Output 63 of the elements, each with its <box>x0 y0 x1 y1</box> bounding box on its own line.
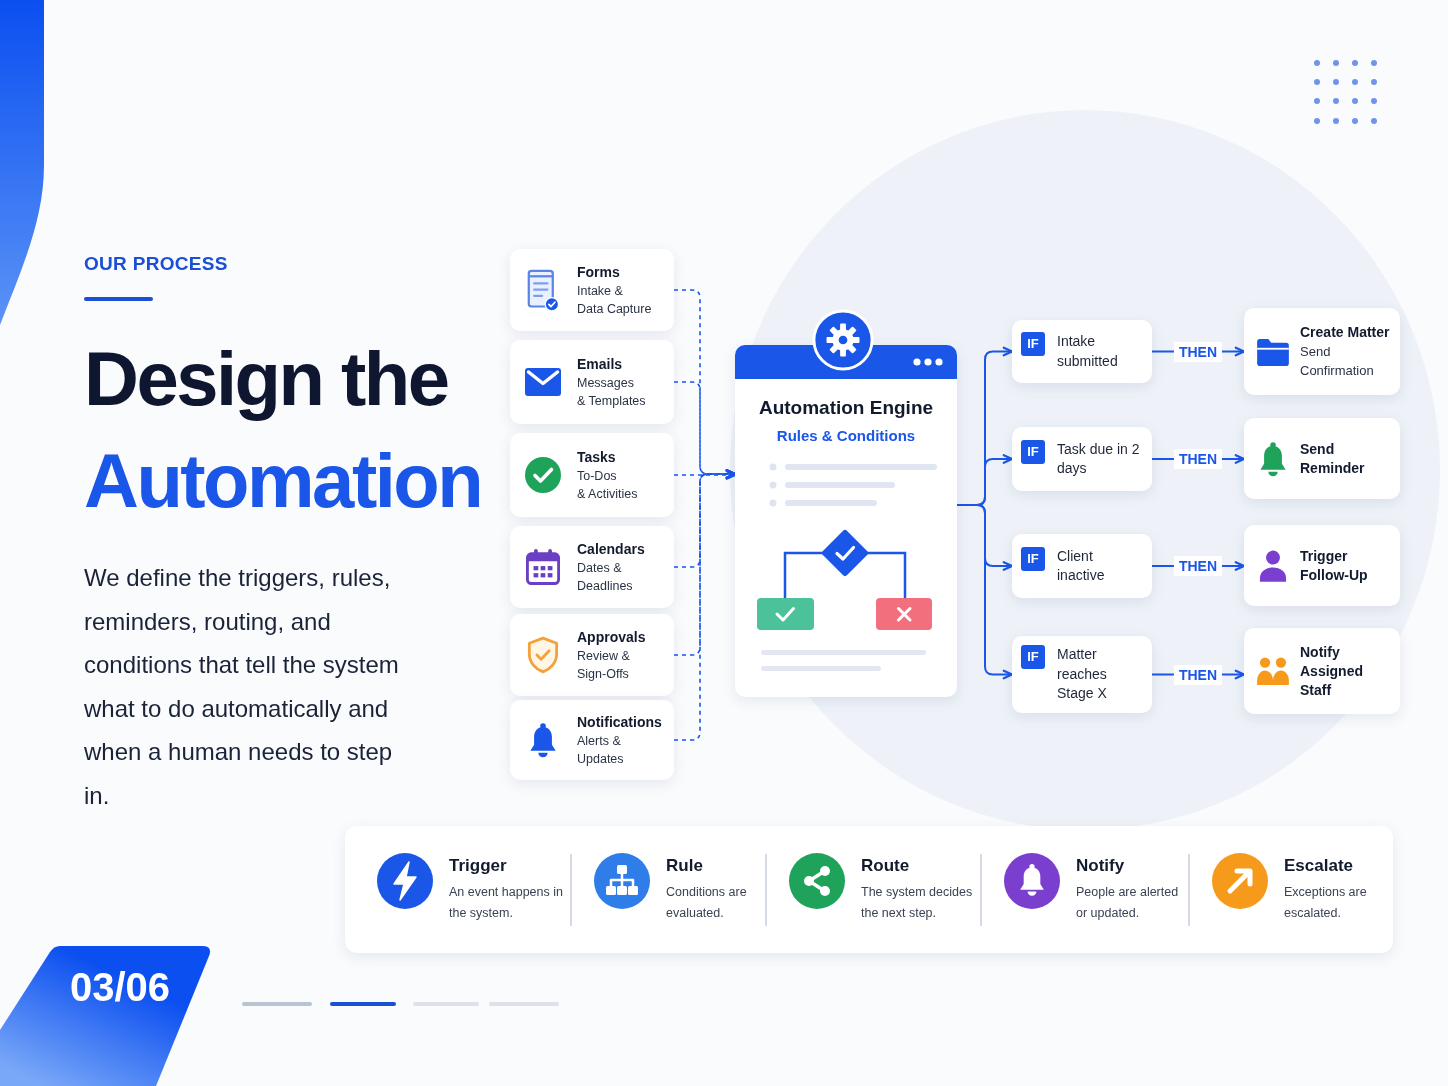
edge-label: THEN <box>1173 449 1223 469</box>
step-description: An event happens in the system. <box>449 884 564 922</box>
keyword-tag: IF <box>1021 439 1045 464</box>
condition-card <box>1012 636 1152 713</box>
step-title: Escalate <box>1284 855 1353 877</box>
card-subtitle: Review & Sign-Offs <box>577 648 631 683</box>
card-title: Forms <box>577 263 620 282</box>
card-subtitle: Intake & Data Capture <box>577 283 653 318</box>
step-title: Route <box>861 855 910 877</box>
card-subtitle: Messages & Templates <box>577 375 647 410</box>
description-paragraph: We define the triggers, rules, reminders, routing, and conditions that tell the system what to do automatically and when a human needs to step in. <box>84 563 400 811</box>
dashed-arrow <box>673 470 737 480</box>
page-number: 03/06 <box>70 967 171 1007</box>
source-card <box>510 433 674 517</box>
card-subtitle: Rules & Conditions <box>776 426 916 446</box>
card-title: Automation Engine <box>758 396 934 420</box>
action-title: Create Matter <box>1300 323 1390 342</box>
action-card <box>1244 418 1400 499</box>
step-title: Trigger <box>449 855 507 877</box>
card-subtitle: To-Dos & Activities <box>577 468 639 503</box>
keyword-tag: IF <box>1021 645 1045 670</box>
card-subtitle: Dates & Deadlines <box>577 560 634 595</box>
step-description: The system decides the next step. <box>861 884 974 922</box>
action-subtitle: Send Confirmation <box>1300 343 1375 380</box>
source-card <box>510 526 674 608</box>
condition-card <box>1012 534 1152 598</box>
arrow <box>956 504 1014 680</box>
action-title: Notify Assigned Staff <box>1300 642 1364 700</box>
action-title: Trigger Follow-Up <box>1300 546 1369 585</box>
steps-panel <box>345 826 1393 953</box>
card-title: Emails <box>577 355 623 374</box>
heading: Design the Automation <box>84 335 483 525</box>
card-title: Notifications <box>577 713 662 732</box>
source-card <box>510 700 674 780</box>
card-title: Calendars <box>577 540 645 559</box>
step-title: Rule <box>666 855 703 877</box>
condition-text: Task due in 2 days <box>1057 439 1141 478</box>
step-description: People are alerted or updated. <box>1076 884 1180 922</box>
action-title: Send Reminder <box>1300 439 1366 478</box>
condition-text: Client inactive <box>1057 546 1106 585</box>
action-card <box>1244 308 1400 395</box>
condition-text: Matter reaches Stage X <box>1057 645 1108 704</box>
section-label: OUR PROCESS <box>84 253 228 275</box>
action-card <box>1244 628 1400 714</box>
card-subtitle: Alerts & Updates <box>577 733 625 768</box>
source-card <box>510 340 674 424</box>
condition-card <box>1012 427 1152 491</box>
dashed-arrow <box>673 469 737 741</box>
source-card <box>510 614 674 696</box>
step-description: Exceptions are escalated. <box>1284 884 1368 922</box>
card-title: Tasks <box>577 448 616 467</box>
edge-label: THEN <box>1173 556 1223 576</box>
card-title: Approvals <box>577 628 646 647</box>
edge-label: THEN <box>1173 664 1223 685</box>
source-card <box>510 249 674 331</box>
keyword-tag: IF <box>1021 546 1045 571</box>
condition-text: Intake submitted <box>1057 332 1119 371</box>
condition-card <box>1012 320 1152 383</box>
action-card <box>1244 525 1400 606</box>
keyword-tag: IF <box>1021 332 1045 356</box>
step-title: Notify <box>1076 855 1125 877</box>
step-description: Conditions are evaluated. <box>666 884 748 922</box>
edge-label: THEN <box>1173 341 1223 362</box>
